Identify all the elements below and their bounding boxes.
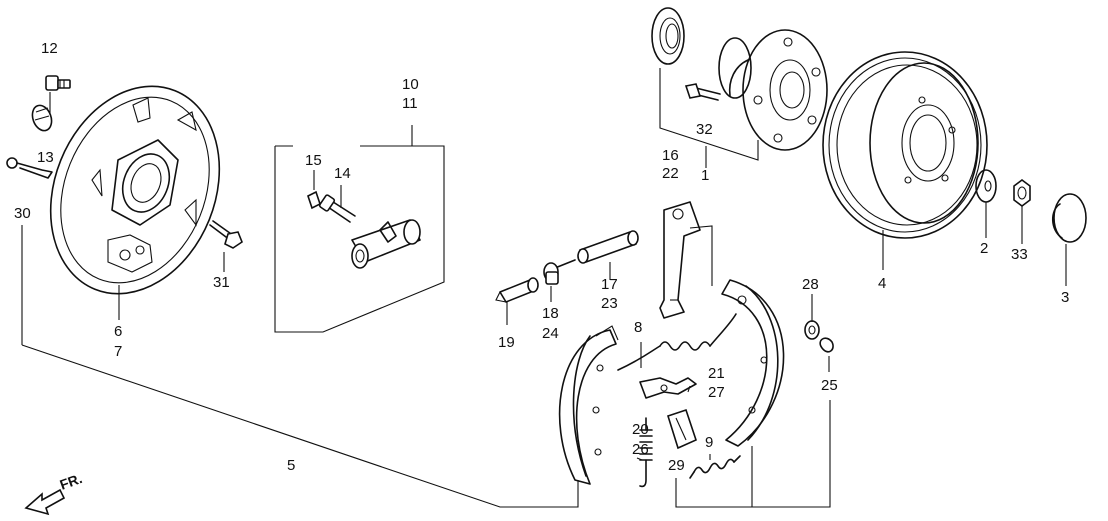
hub-bearing-unit[interactable]	[718, 29, 828, 151]
callout-17: 17	[601, 276, 618, 293]
front-direction-label: FR.	[58, 470, 85, 493]
brake-shoe-trailing[interactable]	[721, 279, 785, 447]
callout-25: 25	[821, 377, 838, 394]
callout-21: 21	[708, 365, 725, 382]
bleeder-cap[interactable]	[29, 103, 55, 134]
callout-33: 33	[1011, 246, 1028, 263]
hub-bolt[interactable]	[684, 83, 721, 101]
backing-plate-bolt[interactable]	[209, 220, 243, 249]
callout-5: 5	[287, 457, 295, 474]
callout-9: 9	[705, 434, 713, 451]
adjuster-bolt[interactable]	[543, 259, 576, 285]
callout-11: 11	[402, 95, 418, 112]
callout-1: 1	[701, 167, 709, 184]
lower-return-spring[interactable]	[689, 455, 741, 479]
callout-23: 23	[601, 295, 618, 312]
callout-26: 26	[632, 441, 649, 458]
dust-cap-15[interactable]	[307, 190, 321, 210]
adjuster-socket[interactable]	[495, 277, 539, 303]
hub-cap[interactable]	[1051, 193, 1087, 243]
callout-3: 3	[1061, 289, 1069, 306]
washer[interactable]	[804, 320, 820, 340]
brake-drum[interactable]	[822, 51, 988, 239]
callout-20: 20	[632, 421, 649, 438]
callout-8: 8	[634, 319, 642, 336]
callout-labels: 12 13 30 6 7 31 10 11 15 14 5 19 18 24 1…	[14, 40, 1069, 474]
shoe-hold-clip[interactable]	[667, 408, 697, 450]
backing-plate[interactable]	[21, 61, 250, 319]
strut-rod[interactable]	[577, 230, 639, 264]
adjuster-lever[interactable]	[639, 377, 697, 399]
front-direction-arrow-icon	[24, 488, 66, 516]
leader-lines	[21, 68, 1067, 508]
callout-15: 15	[305, 152, 322, 169]
spindle-nut[interactable]	[1013, 179, 1031, 207]
callout-27: 27	[708, 384, 725, 401]
upper-return-spring[interactable]	[617, 313, 737, 371]
callout-24: 24	[542, 325, 559, 342]
callout-22: 22	[662, 165, 679, 182]
callout-30: 30	[14, 205, 31, 222]
parking-brake-lever[interactable]	[659, 201, 701, 319]
callout-29: 29	[668, 457, 685, 474]
callout-2: 2	[980, 240, 988, 257]
callout-12: 12	[41, 40, 58, 57]
callout-31: 31	[213, 274, 230, 291]
callout-4: 4	[878, 275, 886, 292]
adjuster-spring[interactable]	[639, 417, 653, 488]
retainer-clip[interactable]	[819, 337, 834, 353]
callout-18: 18	[542, 305, 559, 322]
retaining-clip[interactable]	[6, 157, 53, 179]
wheel-cylinder-box	[274, 145, 445, 333]
callout-6: 6	[114, 323, 122, 340]
callout-14: 14	[334, 165, 351, 182]
callout-16: 16	[662, 147, 679, 164]
callout-13: 13	[37, 149, 54, 166]
bleeder-screw[interactable]	[45, 75, 71, 91]
callout-19: 19	[498, 334, 515, 351]
oil-seal[interactable]	[651, 7, 685, 65]
callout-28: 28	[802, 276, 819, 293]
bleeder-screw-14[interactable]	[318, 194, 356, 223]
brake-shoe-leading[interactable]	[558, 325, 619, 485]
callout-32: 32	[696, 121, 713, 138]
wheel-cylinder[interactable]	[351, 219, 421, 269]
callout-7: 7	[114, 343, 122, 360]
callout-10: 10	[402, 76, 419, 93]
